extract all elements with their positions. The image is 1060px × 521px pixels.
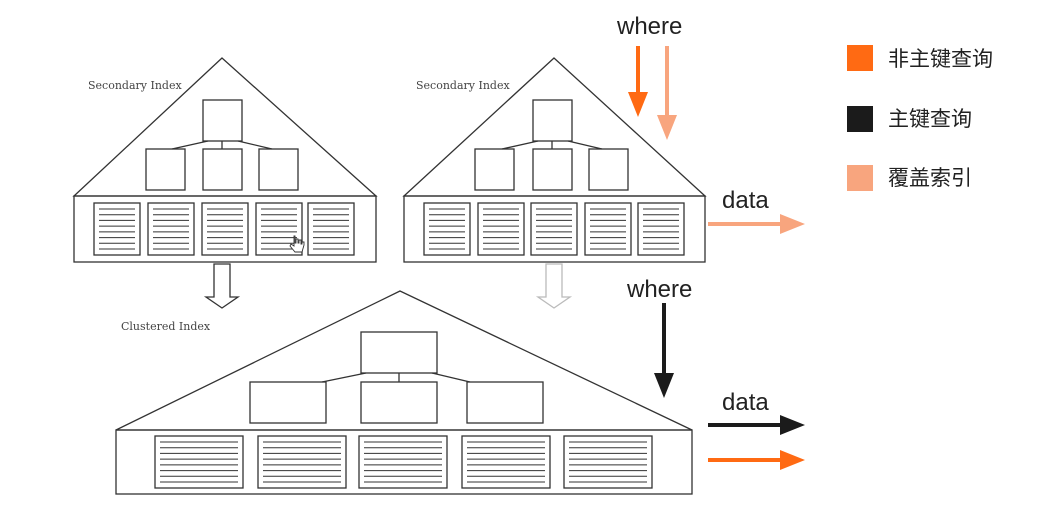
clustered-tree-label: Clustered Index <box>121 320 211 333</box>
legend-item: 非主键查询 <box>847 45 993 71</box>
left-tree-inner-node <box>145 148 186 191</box>
right-tree-leaf-band <box>403 195 706 263</box>
clustered-tree-leaf-band <box>115 429 693 495</box>
legend: 非主键查询 主键查询 覆盖索引 <box>847 45 993 191</box>
non-primary-data-arrow <box>708 450 805 470</box>
legend-label: 主键查询 <box>888 107 972 131</box>
leaf-page <box>637 202 685 256</box>
clustered-tree-inner-node <box>249 381 327 424</box>
leaf-page <box>147 202 195 256</box>
right-tree-inner-node <box>532 148 573 191</box>
left-tree-root-node <box>202 99 243 142</box>
hand-cursor-icon <box>289 235 305 253</box>
primary-where-arrow <box>654 303 674 398</box>
hollow-arrow-right-to-clustered <box>535 263 573 309</box>
clustered-index-tree <box>115 290 693 495</box>
right-tree-inner-node <box>474 148 515 191</box>
leaf-page <box>461 435 551 489</box>
right-tree-inner-node <box>588 148 629 191</box>
leaf-page <box>201 202 249 256</box>
covering-data-arrow <box>708 214 805 234</box>
clustered-tree-triangle <box>115 290 693 431</box>
legend-label: 非主键查询 <box>888 47 993 71</box>
primary-data-arrow <box>708 415 805 435</box>
clustered-tree-root-node <box>360 331 438 374</box>
legend-item: 覆盖索引 <box>847 165 972 191</box>
where-label-middle: where <box>626 276 692 303</box>
right-tree-root-node <box>532 99 573 142</box>
leaf-page <box>358 435 448 489</box>
left-tree-leaf-band <box>73 195 377 263</box>
left-tree-inner-node <box>258 148 299 191</box>
clustered-tree-inner-node <box>360 381 438 424</box>
where-label-top: where <box>616 13 682 40</box>
legend-swatch <box>847 106 873 132</box>
leaf-page <box>477 202 525 256</box>
left-secondary-index-tree <box>72 57 378 263</box>
legend-label: 覆盖索引 <box>888 166 972 190</box>
left-tree-inner-node <box>202 148 243 191</box>
legend-swatch <box>847 165 873 191</box>
right-tree-label: Secondary Index <box>416 79 510 92</box>
left-tree-label: Secondary Index <box>88 79 182 92</box>
legend-swatch <box>847 45 873 71</box>
leaf-page <box>563 435 653 489</box>
leaf-page <box>93 202 141 256</box>
covering-where-arrow <box>657 46 677 140</box>
clustered-tree-inner-node <box>466 381 544 424</box>
right-secondary-index-tree <box>402 57 707 263</box>
data-label-bottom: data <box>722 389 769 416</box>
leaf-page <box>257 435 347 489</box>
leaf-page <box>423 202 471 256</box>
leaf-page <box>584 202 632 256</box>
leaf-page <box>255 202 303 256</box>
leaf-page <box>307 202 355 256</box>
hollow-arrow-left-to-clustered <box>203 263 241 309</box>
data-label-top: data <box>722 187 769 214</box>
legend-item: 主键查询 <box>847 106 972 132</box>
non-primary-where-arrow <box>628 46 648 117</box>
leaf-page <box>154 435 244 489</box>
leaf-page <box>530 202 578 256</box>
